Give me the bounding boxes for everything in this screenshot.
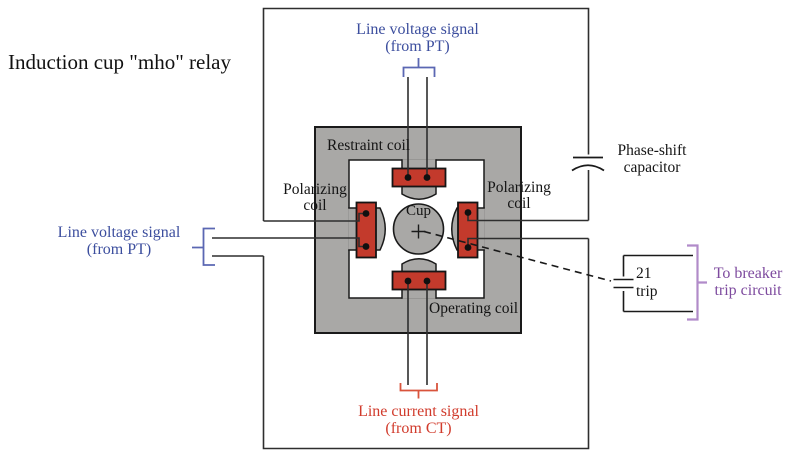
phase-shift-line1: Phase-shift [617,142,687,159]
left-polarizing-coil-label: Polarizing coil [270,182,360,214]
restraint-coil-shape [391,167,447,188]
operating-coil-label: Operating coil [429,300,519,317]
left-coil-bottom-wire [212,237,366,248]
phase-shift-line2: capacitor [623,159,681,176]
coil-terminals [362,174,472,285]
left-polarizing-line1: Polarizing [283,181,347,198]
trip-link-dashed-line [423,230,612,282]
breaker-line1: To breaker [713,265,783,282]
device-number-21: 21 [636,265,652,282]
left-polarizing-line2: coil [303,197,327,214]
restraint-coil-label: Restraint coil [327,137,411,154]
relay-contact-symbol [613,254,693,313]
left-voltage-line2: (from PT) [86,240,152,258]
bottom-circuit-loop [262,238,590,450]
left-coil-top-wire [263,212,366,222]
left-polarizing-coil-shape [355,201,377,259]
trip-device-label: 21 trip [636,265,658,300]
operating-coil-shape [391,270,447,291]
breaker-bracket-icon [687,244,707,321]
bottom-current-signal-label: Line current signal (from CT) [328,403,509,437]
top-voltage-signal-label: Line voltage signal (from PT) [327,21,508,55]
left-pt-bracket-icon [192,227,215,266]
cup-center-cross [411,224,426,239]
right-polarizing-line1: Polarizing [487,179,551,196]
bottom-ct-bracket-icon [399,383,438,399]
cup-label: Cup [405,203,431,219]
breaker-trip-circuit-label: To breaker trip circuit [693,265,800,299]
top-voltage-line1: Line voltage signal [356,21,479,38]
bottom-current-line2: (from CT) [385,419,452,437]
diagram-title: Induction cup "mho" relay [8,50,232,74]
left-voltage-line1: Line voltage signal [57,224,181,241]
breaker-line2: trip circuit [714,282,782,299]
top-pt-bracket-icon [402,58,436,77]
top-voltage-line2: (from PT) [385,37,450,55]
top-circuit-loop [262,7,590,221]
left-voltage-signal-label: Line voltage signal (from PT) [39,224,199,258]
phase-shift-capacitor-label: Phase-shift capacitor [607,142,697,176]
bottom-current-line1: Line current signal [358,403,479,420]
capacitor-icon [571,156,605,172]
right-polarizing-line2: coil [507,195,531,212]
coils [355,167,479,291]
right-polarizing-coil-label: Polarizing coil [474,180,564,212]
trip-text: trip [636,282,658,300]
